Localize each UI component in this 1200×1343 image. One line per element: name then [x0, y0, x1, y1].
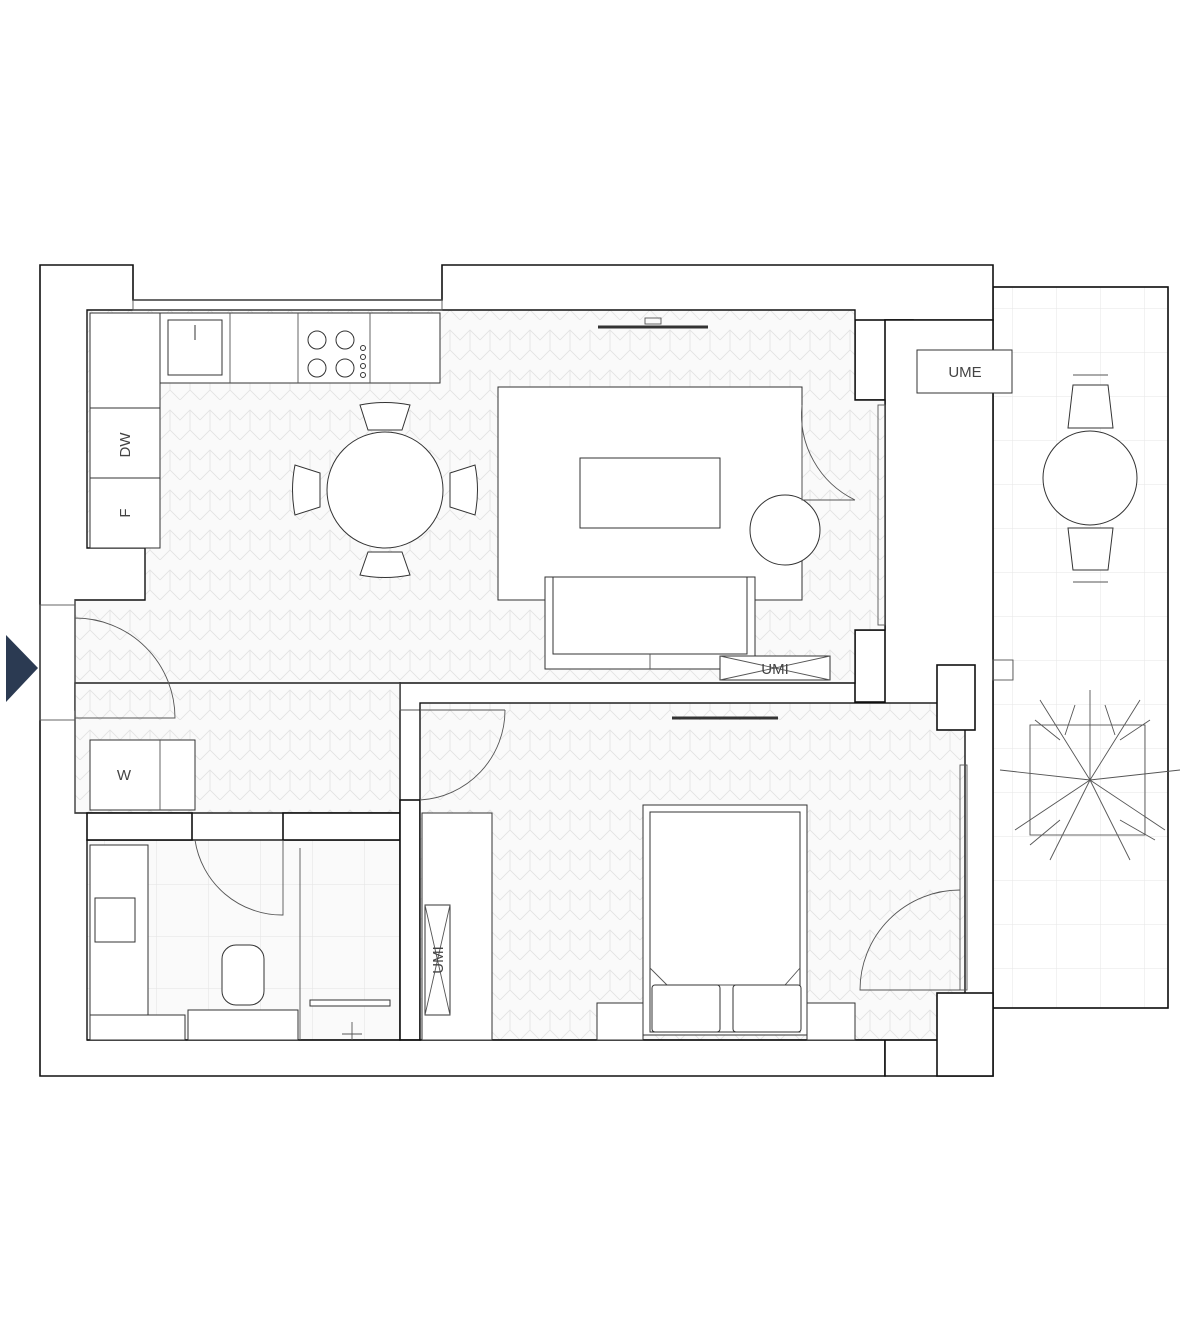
shower-drain [309, 999, 391, 1007]
tv [598, 317, 708, 329]
dishwasher-label: DW [117, 432, 134, 458]
outdoor-unit: UME [916, 349, 1013, 394]
dining-set [292, 402, 478, 578]
dining-table [326, 431, 444, 549]
washer-label: W [117, 767, 132, 784]
indoor-unit-bedroom: UMI [424, 904, 451, 1016]
entrance-arrow-icon [6, 635, 38, 702]
balcony-dining-set [1042, 374, 1138, 583]
hob [307, 330, 366, 378]
kitchen-counter: DW F [89, 312, 441, 549]
balcony-table [1042, 430, 1138, 526]
tree-planter [999, 690, 1181, 861]
indoor-unit-living-label: UMI [761, 661, 789, 678]
fridge [89, 477, 161, 549]
bathroom-fixtures [89, 844, 391, 1041]
indoor-unit-bedroom-label: UMI [430, 946, 447, 974]
washing-machine [89, 739, 196, 811]
fridge-label: F [117, 508, 134, 517]
coffee-table [579, 457, 721, 529]
nightstand [806, 1002, 856, 1041]
nightstand [596, 1002, 644, 1041]
dishwasher [89, 407, 161, 479]
doors [74, 404, 961, 991]
side-table [749, 494, 821, 566]
bathroom-sink [94, 897, 136, 943]
bed [596, 804, 856, 1041]
indoor-unit-living: UMI [719, 655, 831, 681]
sofa [544, 576, 756, 670]
outdoor-unit-label: UME [948, 364, 981, 381]
toilet [221, 944, 265, 1006]
